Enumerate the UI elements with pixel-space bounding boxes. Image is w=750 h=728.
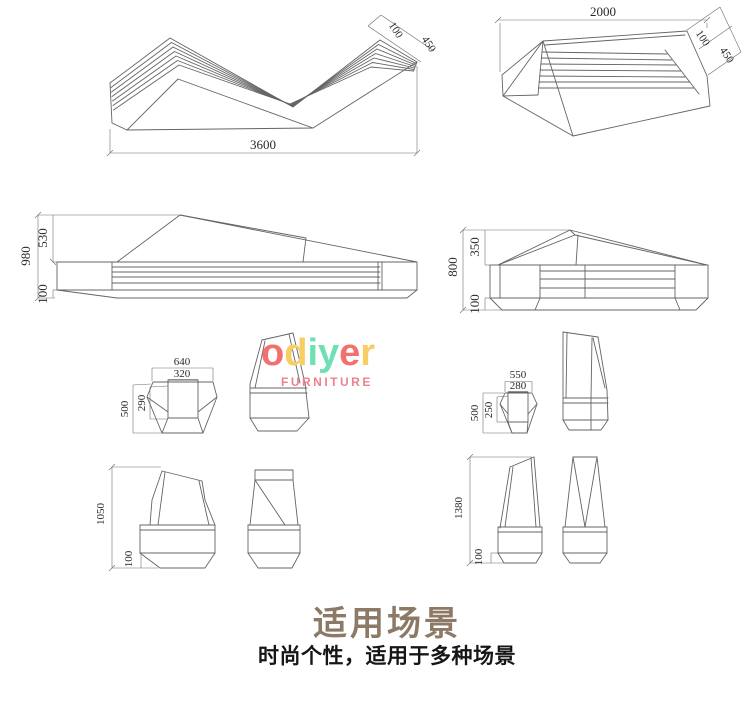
dim-label-overall-height: 1050 <box>95 503 107 526</box>
end-view-outline <box>497 456 608 564</box>
dimension-lines <box>34 211 180 302</box>
profile-outline <box>562 331 609 431</box>
bench-outline <box>56 214 418 299</box>
section-subtitle: 时尚个性，适用于多种场景 <box>258 645 516 668</box>
dim-label-base-height: 100 <box>467 294 482 314</box>
brand-letter: o <box>261 332 285 374</box>
dim-label-base-height: 100 <box>473 548 485 565</box>
brand-letter: y <box>318 332 340 374</box>
end-view-drawing-small: 1380 100 <box>453 453 608 567</box>
bench-outline <box>501 30 711 137</box>
dim-label-outer-height: 500 <box>469 404 481 421</box>
brand-letter: i <box>307 332 318 374</box>
iso-drawing-long-bench: 3600 100 450 <box>106 14 438 157</box>
brand-letter: d <box>284 332 308 374</box>
bench-outline <box>489 229 709 311</box>
brand-watermark-word: FURNITURE <box>281 375 373 389</box>
dim-label-length: 3600 <box>250 137 276 152</box>
dim-label-outer-width: 640 <box>174 356 191 368</box>
brand-watermark: odiyer <box>261 334 375 372</box>
dimension-lines <box>459 226 570 314</box>
section-drawing-small: 550 280 500 250 <box>469 369 538 434</box>
profile-outline <box>249 332 310 432</box>
dim-label-outer-width: 550 <box>510 369 527 381</box>
bench-outline <box>109 37 418 131</box>
dim-label-back-height: 350 <box>467 237 482 257</box>
brand-letter: e <box>339 332 361 374</box>
dim-label-overall-height: 980 <box>18 246 33 266</box>
dimension-lines <box>108 463 161 572</box>
dim-label-overall-height: 800 <box>445 257 460 277</box>
dim-label-seat-depth: 450 <box>419 34 438 55</box>
dim-label-inner-height: 290 <box>136 394 148 411</box>
dim-label-inner-width: 320 <box>174 368 191 380</box>
dimension-lines <box>482 381 533 434</box>
section-drawing-large: 640 320 500 290 <box>119 356 218 434</box>
profile-drawing-small <box>562 331 609 431</box>
dim-label-base-height: 100 <box>35 284 50 304</box>
dimension-lines <box>494 6 742 76</box>
dim-label-seat-depth: 450 <box>717 45 736 66</box>
elevation-short-bench: 800 350 100 <box>445 226 709 314</box>
brand-letter: r <box>360 332 376 374</box>
dimension-lines <box>466 453 532 567</box>
end-view-drawing-large: 1050 100 <box>95 463 301 572</box>
dim-label-base-height: 100 <box>123 550 135 567</box>
dim-label-back-height: 530 <box>35 228 50 248</box>
dimension-lines <box>132 367 214 434</box>
profile-drawing-large <box>249 332 310 432</box>
dim-label-overall-height: 1380 <box>453 497 465 520</box>
section-title: 适用场景 <box>313 605 461 643</box>
dim-label-outer-height: 500 <box>119 400 131 417</box>
dim-label-thickness: 100 <box>693 28 712 49</box>
dimension-lines <box>106 14 435 157</box>
dim-label-inner-width: 280 <box>510 380 527 392</box>
end-view-outline <box>139 469 301 569</box>
section-outline <box>146 379 218 434</box>
dim-label-thickness: 100 <box>386 20 405 41</box>
elevation-long-bench: 980 530 100 <box>18 211 418 304</box>
dim-label-inner-height: 250 <box>483 401 495 418</box>
iso-drawing-short-bench: 2000 100 450 <box>494 4 742 137</box>
section-outline <box>499 391 538 434</box>
dim-label-length: 2000 <box>590 4 616 19</box>
